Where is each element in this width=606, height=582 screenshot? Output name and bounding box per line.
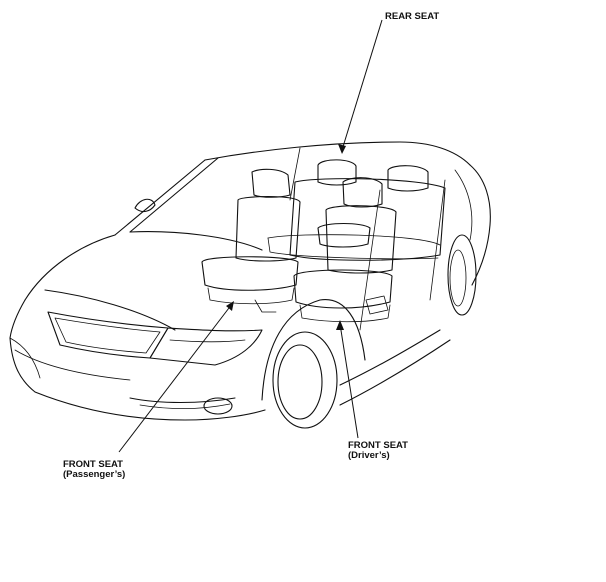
front-seat-passenger-label: FRONT SEAT (63, 459, 123, 470)
callout-front-seat-driver: FRONT SEAT (Driver’s) (348, 440, 408, 461)
front-seat-passenger (201, 168, 301, 313)
front-seat-passenger-sublabel: (Passenger’s) (63, 469, 125, 480)
car-body (9, 141, 491, 429)
rear-seat-label: REAR SEAT (385, 11, 439, 22)
callout-rear-seat: REAR SEAT (385, 11, 439, 22)
front-seat-driver (293, 177, 397, 323)
front-seat-driver-label: FRONT SEAT (348, 440, 408, 451)
arrowhead-front-seat-driver (336, 320, 344, 330)
rear-seat (267, 159, 446, 261)
leader-lines (118, 19, 383, 453)
callout-front-seat-passenger: FRONT SEAT (Passenger’s) (63, 459, 125, 480)
arrowhead-rear-seat (338, 144, 346, 154)
arrowhead-front-seat-passenger (226, 301, 234, 311)
front-seat-driver-sublabel: (Driver’s) (348, 450, 390, 461)
